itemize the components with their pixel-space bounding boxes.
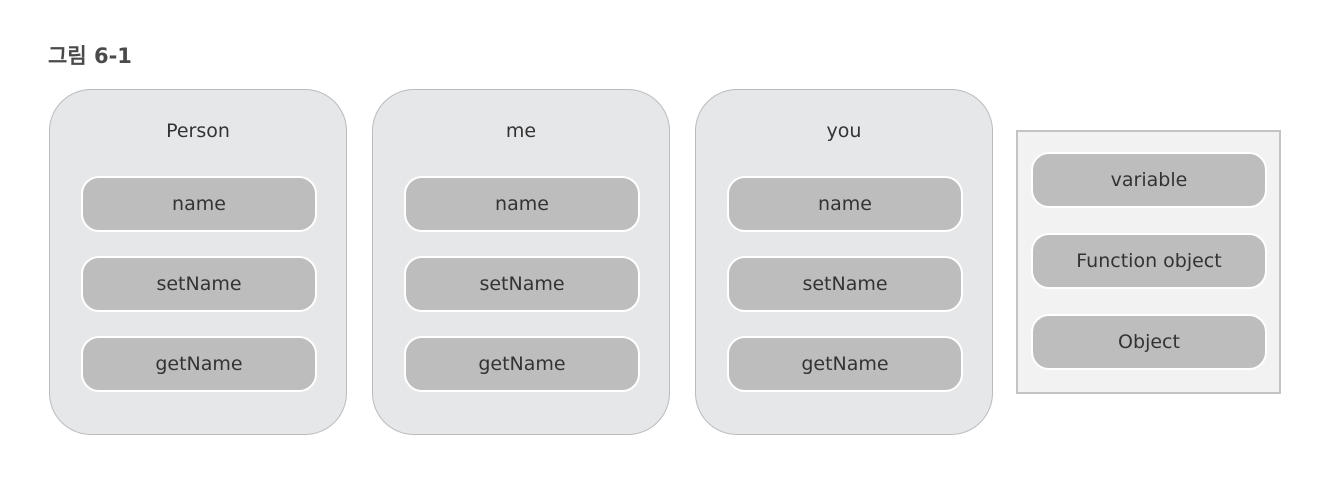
member-function: getName	[727, 336, 963, 392]
object-title: Person	[166, 120, 230, 142]
figure-label: 그림 6-1	[48, 44, 132, 68]
legend-box: variable Function object Object	[1016, 130, 1281, 394]
member-function: getName	[81, 336, 317, 392]
member-function: setName	[727, 256, 963, 312]
member-function: setName	[404, 256, 640, 312]
legend-item-variable: variable	[1031, 152, 1267, 208]
member-variable: name	[727, 176, 963, 232]
member-variable: name	[404, 176, 640, 232]
member-function: getName	[404, 336, 640, 392]
object-title: you	[826, 120, 862, 142]
object-box-person: Person name setName getName	[49, 89, 347, 435]
object-box-me: me name setName getName	[372, 89, 670, 435]
member-variable: name	[81, 176, 317, 232]
legend-item-object: Object	[1031, 314, 1267, 370]
member-function: setName	[81, 256, 317, 312]
object-title: me	[505, 120, 537, 142]
legend-item-function-object: Function object	[1031, 233, 1267, 289]
object-box-you: you name setName getName	[695, 89, 993, 435]
